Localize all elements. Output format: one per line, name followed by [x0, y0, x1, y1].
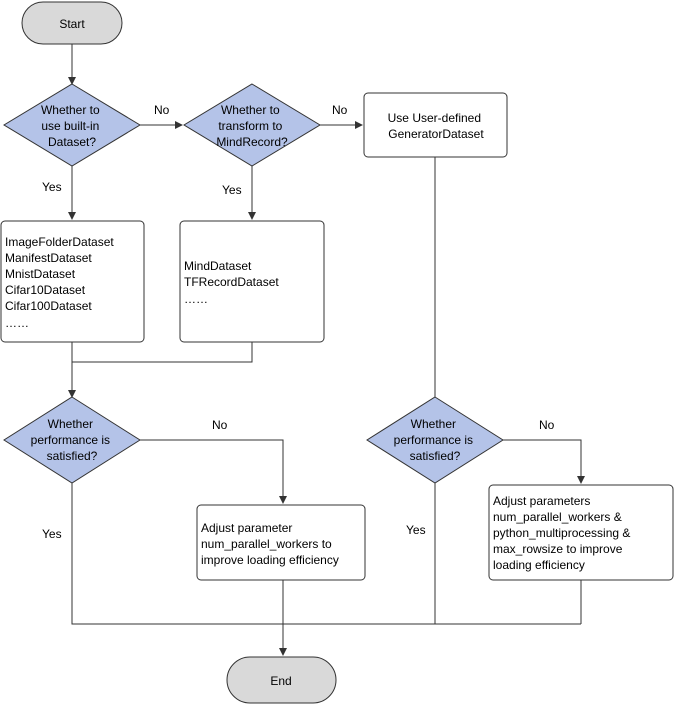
label-mindrecord-no: No: [332, 103, 348, 117]
adjust-left-box: [196, 504, 366, 581]
mind-list-text: MindDataset TFRecordDataset ……: [184, 259, 282, 306]
decision-mindrecord: [183, 83, 321, 167]
edge-perf-left-yes: [71, 483, 581, 625]
start-terminal: [21, 1, 123, 45]
user-defined-box: [363, 92, 508, 158]
edge-perf-left-no: [140, 439, 287, 504]
user-defined-text: Use User-defined GeneratorDataset: [388, 111, 485, 141]
adjust-right-text: Adjust parameters num_parallel_workers &…: [493, 494, 634, 572]
edge-perf-right-no: [503, 439, 585, 484]
mind-list-box: [179, 220, 325, 343]
decision-performance-left: [3, 396, 141, 484]
edge-merge-lists: [71, 342, 253, 363]
label-perf-right-yes: Yes: [406, 523, 426, 537]
label-perf-right-no: No: [539, 418, 555, 432]
decision-performance-right: [366, 396, 504, 484]
adjust-right-box: [488, 484, 674, 581]
start-label: Start: [59, 17, 85, 31]
perf-left-text: Whether performance is satisfied?: [31, 417, 114, 463]
label-builtin-yes: Yes: [42, 180, 62, 194]
label-perf-left-yes: Yes: [42, 527, 62, 541]
decision-builtin-dataset: [3, 83, 141, 167]
edges: [68, 44, 585, 656]
builtin-list-text: ImageFolderDataset ManifestDataset Mnist…: [5, 235, 117, 330]
label-perf-left-no: No: [212, 418, 228, 432]
decision-mindrecord-text: Whether to transform to MindRecord?: [216, 103, 288, 149]
end-label: End: [270, 674, 291, 688]
perf-right-text: Whether performance is satisfied?: [394, 417, 477, 463]
end-terminal: [226, 656, 337, 704]
adjust-left-text: Adjust parameter num_parallel_workers to…: [201, 521, 339, 567]
label-builtin-no: No: [154, 103, 170, 117]
decision-builtin-text: Whether to use built-in Dataset?: [41, 103, 103, 149]
label-mindrecord-yes: Yes: [222, 183, 242, 197]
builtin-list-box: [0, 220, 145, 343]
